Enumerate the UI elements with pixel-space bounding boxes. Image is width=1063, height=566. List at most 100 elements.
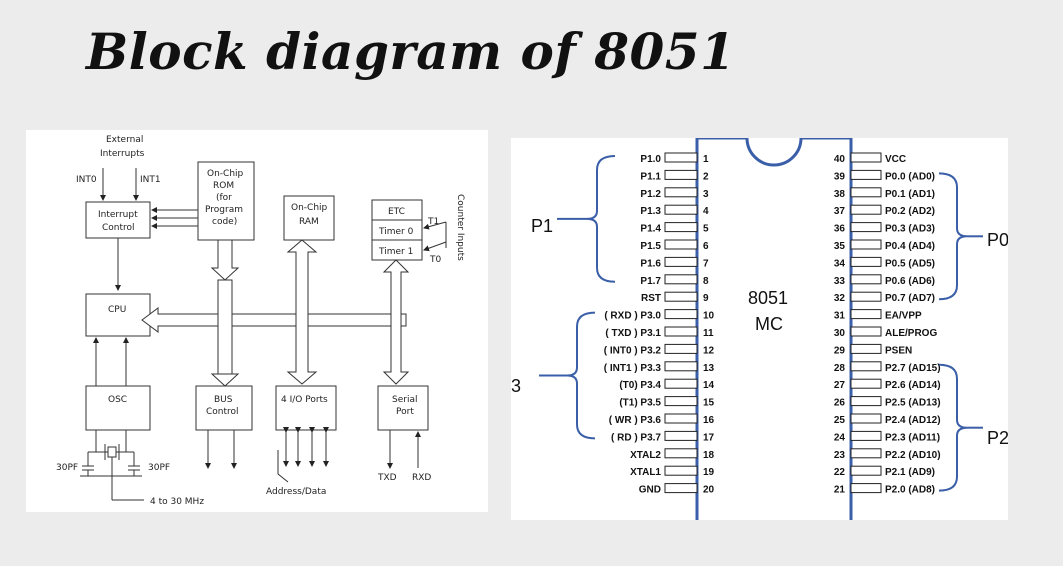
pin-6-number: 6 [703, 241, 709, 252]
rom-label-1: On-Chip [207, 169, 244, 179]
serial-port-label-2: Port [396, 407, 414, 417]
pin-34-number: 34 [834, 258, 846, 269]
address-data-label: Address/Data [266, 487, 326, 497]
p2-group-label: P2 [987, 428, 1008, 448]
chip-label-2: MC [755, 314, 783, 334]
timers-block [371, 199, 423, 261]
pin-32-name: P0.7 (AD7) [885, 293, 935, 304]
pin-34-name: P0.5 (AD5) [885, 258, 935, 269]
int1-label: INT1 [140, 175, 161, 185]
pin-38-number: 38 [834, 189, 846, 200]
pin-12-lead [664, 343, 698, 354]
etc-label: ETC [388, 207, 405, 217]
pin-11-number: 11 [703, 328, 714, 339]
pin-14-number: 14 [703, 380, 715, 391]
pin-25-number: 25 [834, 415, 846, 426]
pin-30-number: 30 [834, 328, 846, 339]
pin-39-name: P0.0 (AD0) [885, 171, 935, 182]
external-interrupts-label-2: Interrupts [100, 149, 145, 159]
pin-20-name: GND [639, 485, 661, 496]
pin-6-lead [664, 239, 698, 250]
p1-bracket [586, 155, 616, 283]
page-title: Block diagram of 8051 [86, 22, 736, 81]
p3-group-label: 3 [511, 376, 521, 396]
pin-3-name: P1.2 [640, 189, 661, 200]
pin-24-lead [850, 430, 882, 441]
pin-38-lead [850, 187, 882, 198]
pin-40-lead [850, 152, 882, 163]
pin-10-name: ( RXD ) P3.0 [604, 311, 661, 322]
pin-32-number: 32 [834, 293, 846, 304]
t0-label: T0 [429, 255, 441, 265]
pin-3-lead [664, 187, 698, 198]
p2-bracket [938, 363, 968, 492]
pin-37-name: P0.2 (AD2) [885, 206, 935, 217]
rom-label-3: (for [216, 193, 232, 203]
interrupt-control-label: Interrupt [98, 210, 138, 220]
pin-25-lead [850, 413, 882, 424]
pin-15-number: 15 [703, 398, 715, 409]
pin-4-name: P1.3 [640, 206, 661, 217]
pin-13-lead [664, 361, 698, 372]
pin-4-lead [664, 204, 698, 215]
pin-40-number: 40 [834, 154, 846, 165]
osc-label: OSC [108, 395, 127, 405]
pin-17-lead [664, 430, 698, 441]
pin-29-number: 29 [834, 345, 846, 356]
chip-label: 8051 [748, 288, 788, 308]
pin-26-name: P2.5 (AD13) [885, 398, 941, 409]
pin-5-lead [664, 222, 698, 233]
pin-18-lead [664, 448, 698, 459]
pin-22-lead [850, 465, 882, 476]
rom-label-5: code) [212, 217, 237, 227]
pin-13-number: 13 [703, 363, 715, 374]
pin-35-lead [850, 239, 882, 250]
pin-27-name: P2.6 (AD14) [885, 380, 941, 391]
pin-11-name: ( TXD ) P3.1 [605, 328, 661, 339]
pin-30-name: ALE/PROG [885, 328, 937, 339]
pin-18-number: 18 [703, 450, 715, 461]
pin-36-number: 36 [834, 224, 846, 235]
pin-2-name: P1.1 [640, 171, 661, 182]
pin-16-number: 16 [703, 415, 715, 426]
pin-30-lead [850, 326, 882, 337]
pin-26-lead [850, 396, 882, 407]
pin-19-number: 19 [703, 467, 715, 478]
pin-21-number: 21 [834, 485, 846, 496]
pin-20-lead [664, 483, 698, 494]
pin-40-name: VCC [885, 154, 906, 165]
block-diagram: External Interrupts INT0 INT1 Interrupt … [56, 135, 465, 507]
pin-29-lead [850, 343, 882, 354]
cpu-label: CPU [108, 305, 126, 315]
pin-32-lead [850, 291, 882, 302]
internal-bus [141, 307, 407, 333]
pin-39-lead [850, 169, 882, 180]
p1-group-label: P1 [531, 216, 553, 236]
pin-12-name: ( INT0 ) P3.2 [604, 345, 662, 356]
pin-9-lead [664, 291, 698, 302]
pin-36-lead [850, 222, 882, 233]
pin-38-name: P0.1 (AD1) [885, 189, 935, 200]
pin-4-number: 4 [703, 206, 709, 217]
pin-15-name: (T1) P3.5 [619, 398, 661, 409]
pin-17-number: 17 [703, 432, 715, 443]
pin-18-name: XTAL2 [630, 450, 661, 461]
pin-31-lead [850, 309, 882, 320]
pin-8-lead [664, 274, 698, 285]
ram-block [283, 195, 335, 241]
pin-37-lead [850, 204, 882, 215]
bus-control-label-1: BUS [214, 395, 233, 405]
pin-16-name: ( WR ) P3.6 [609, 415, 662, 426]
capacitor-right-label: 30PF [148, 463, 170, 473]
pin-21-name: P2.0 (AD8) [885, 485, 935, 496]
pin-23-lead [850, 448, 882, 459]
pin-6-name: P1.5 [640, 241, 661, 252]
pin-12-number: 12 [703, 345, 715, 356]
capacitor-left-label: 30PF [56, 463, 78, 473]
rom-label-4: Program [205, 205, 243, 215]
pin-27-lead [850, 378, 882, 389]
rom-block [197, 161, 255, 241]
